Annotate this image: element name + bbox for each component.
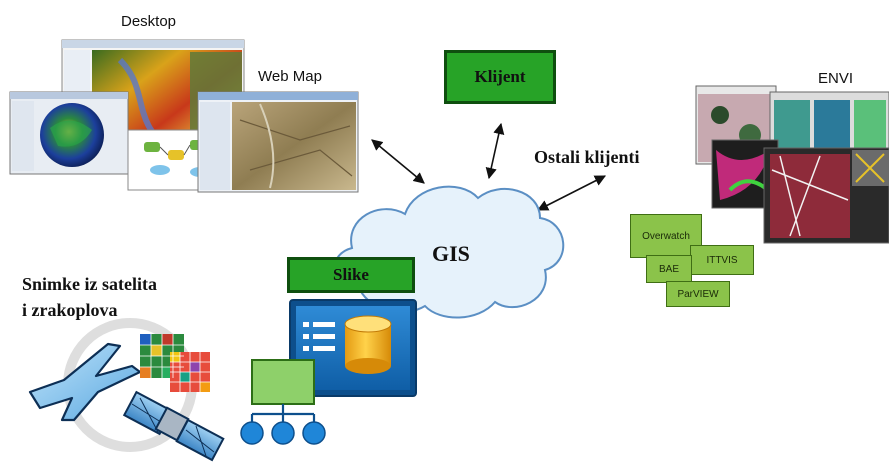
satellite-icon bbox=[122, 390, 225, 462]
arrow-desktop-gis bbox=[371, 139, 425, 184]
slike-box: Slike bbox=[287, 257, 415, 293]
klijent-box: Klijent bbox=[444, 50, 556, 104]
envi-label: ENVI bbox=[818, 70, 854, 87]
web-map-label: Web Map bbox=[258, 68, 322, 85]
hierarchy-tree-icon bbox=[240, 359, 326, 445]
envi-screenshot-cluster bbox=[695, 85, 889, 244]
desktop-label: Desktop bbox=[121, 13, 177, 30]
satellite-aircraft-cluster bbox=[28, 318, 225, 462]
web-map-screenshot bbox=[197, 91, 359, 193]
vendor-ittvis: ITTVIS bbox=[690, 245, 754, 275]
vendor-bae: BAE bbox=[646, 255, 692, 283]
arrow-ostali-gis bbox=[537, 175, 606, 211]
snimke-label-line2: i zrakoplova bbox=[22, 300, 118, 320]
mosaic-grid-icon bbox=[140, 334, 210, 392]
vendor-parview: ParVIEW bbox=[666, 281, 730, 307]
slike-presentation-icon bbox=[289, 299, 417, 397]
gis-label: GIS bbox=[432, 241, 470, 266]
snimke-label-line1: Snimke iz satelita bbox=[22, 274, 157, 294]
arrow-klijent-gis bbox=[485, 122, 505, 180]
ostali-klijenti-label: Ostali klijenti bbox=[534, 147, 640, 167]
